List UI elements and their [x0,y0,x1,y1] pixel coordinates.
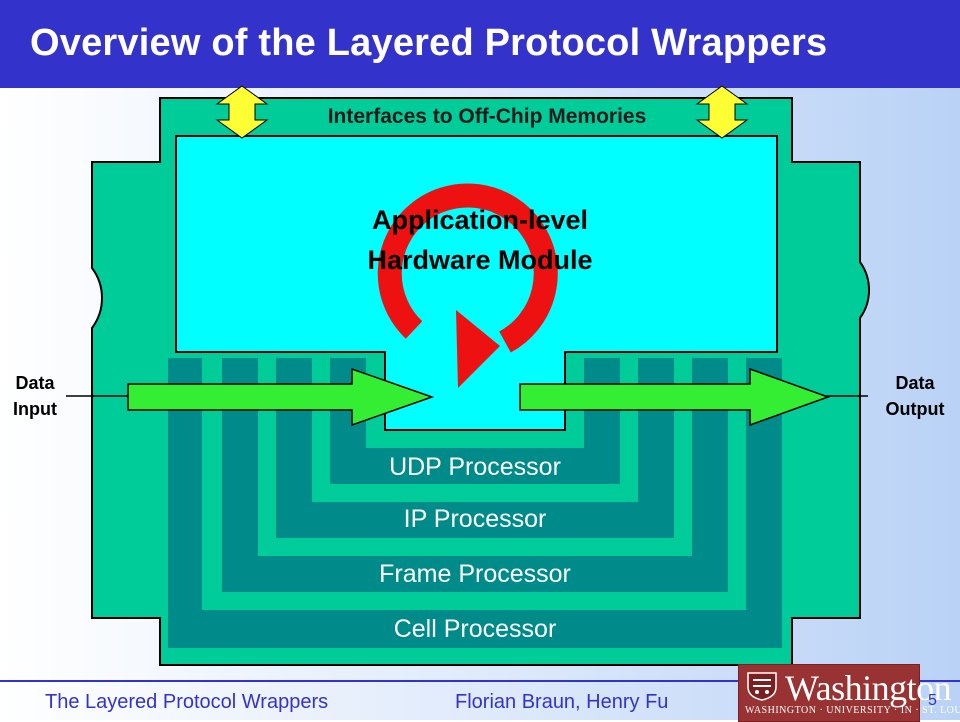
application-module-label: Application-level Hardware Module [300,200,660,280]
footer-authors: Florian Braun, Henry Fu [455,691,669,713]
footer-divider [0,680,960,682]
data-output-label: Data Output [870,370,960,422]
frame-processor-label: Frame Processor [379,560,571,588]
memory-arrow-left [215,85,269,139]
cell-processor-label: Cell Processor [393,615,557,643]
udp-processor-layer [330,358,620,484]
ip-processor-label: IP Processor [403,505,547,533]
footer-title: The Layered Protocol Wrappers [45,691,329,713]
logo-wordmark: Washington [785,668,952,708]
udp-processor-label: UDP Processor [389,453,561,481]
application-module [175,135,778,431]
title-bar: Overview of the Layered Protocol Wrapper… [0,0,960,88]
shield-icon [747,672,777,701]
processing-loop-arrow [377,183,558,353]
data-input-label: Data Input [0,370,80,422]
washington-university-logo: Washington WASHINGTON · UNIVERSITY · IN … [738,664,960,722]
page-number: 5 [928,692,937,709]
interfaces-label: Interfaces to Off-Chip Memories [327,105,647,128]
processing-loop-arrowhead [456,310,500,388]
data-output-label-line2: Output [885,399,945,419]
cell-processor-layer [168,358,782,648]
application-module-label-line2: Hardware Module [367,245,593,275]
slide-title: Overview of the Layered Protocol Wrapper… [30,22,828,64]
data-output-label-line1: Data [895,373,935,393]
data-input-arrow [127,367,435,427]
application-module-label-line1: Application-level [371,205,589,235]
data-output-arrow [519,367,831,427]
data-input-label-line2: Input [13,399,57,419]
logo-subtitle: WASHINGTON · UNIVERSITY · IN · ST. LOUIS [745,705,960,716]
memory-arrow-right [695,85,749,139]
data-input-label-line1: Data [15,373,55,393]
ip-processor-layer [276,358,674,538]
frame-processor-layer [222,358,728,592]
